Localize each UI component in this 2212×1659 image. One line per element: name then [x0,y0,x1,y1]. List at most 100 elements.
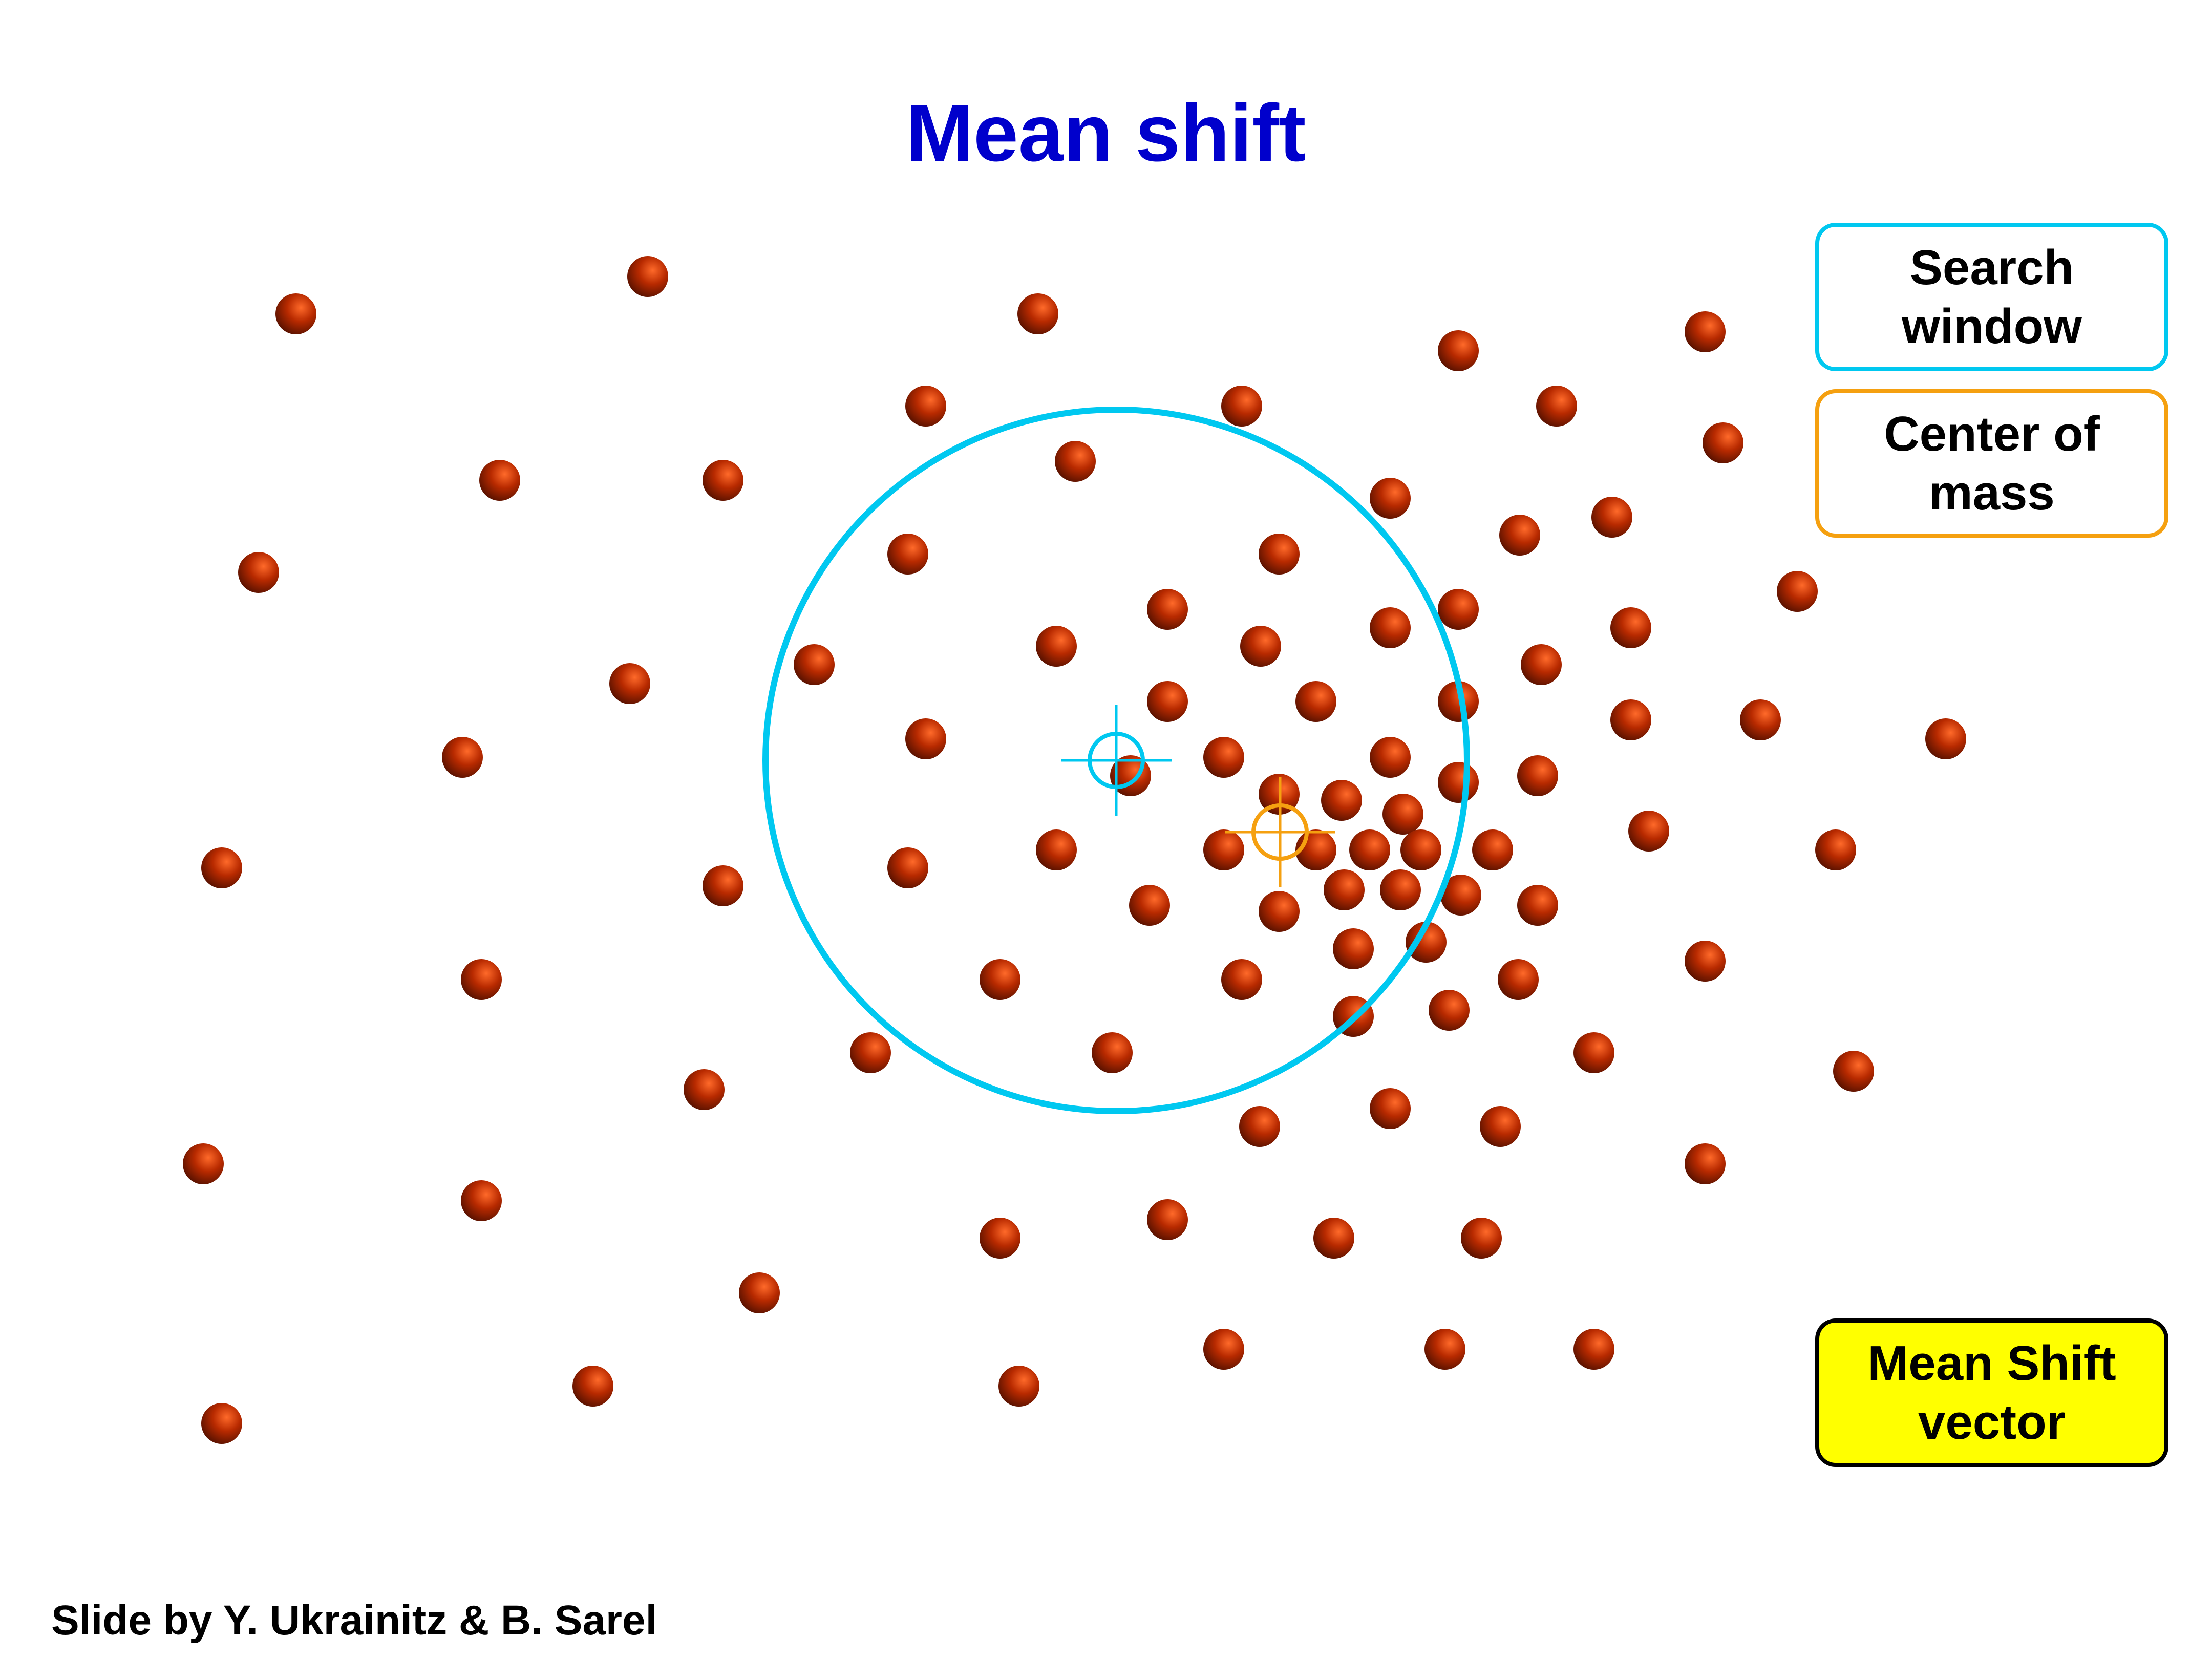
legend-search-window: Search window [1815,223,2168,371]
data-point [1349,830,1390,870]
data-point [703,865,743,906]
data-point [887,847,928,888]
data-point [794,644,835,685]
data-point [1203,1329,1244,1370]
data-point [905,718,946,759]
data-point [905,386,946,427]
data-point [1036,626,1077,667]
data-point [1440,875,1481,916]
data-point [1591,497,1632,538]
data-point [850,1032,891,1073]
data-point [461,959,502,1000]
data-point [1239,1106,1280,1147]
data-point [275,293,316,334]
data-point [1429,990,1470,1031]
data-point [1203,830,1244,870]
data-point [1147,1199,1188,1240]
data-point [1499,515,1540,556]
data-point [998,1366,1039,1407]
data-point [572,1366,613,1407]
data-point [461,1180,502,1221]
data-point [201,847,242,888]
center-of-mass-marker [1225,777,1335,887]
data-point [980,1218,1020,1259]
data-point [1438,681,1479,722]
data-point [201,1403,242,1444]
data-point [238,552,279,593]
legend-search-window-label: Search window [1902,240,2082,354]
data-point [1536,386,1577,427]
data-point [1472,830,1513,870]
data-point [1092,1032,1133,1073]
data-point [1925,718,1966,759]
slide-credit: Slide by Y. Ukrainitz & B. Sarel [51,1597,657,1644]
legend-center-of-mass-label: Center of mass [1884,407,2100,520]
data-point [1740,699,1781,740]
legend-mean-shift-vector-label: Mean Shift vector [1867,1336,2116,1450]
data-point [1313,1218,1354,1259]
data-point [609,663,650,704]
data-point [627,256,668,297]
data-point [442,737,483,778]
data-point [1380,869,1421,910]
data-point [1406,922,1447,963]
data-point [1461,1218,1502,1259]
data-point [1221,959,1262,1000]
data-point [1370,737,1411,778]
data-point [1685,941,1726,982]
data-point [1221,386,1262,427]
data-point [1498,959,1539,1000]
data-point [479,460,520,501]
legend-center-of-mass: Center of mass [1815,389,2168,538]
data-point [1573,1032,1614,1073]
data-point [1424,1329,1465,1370]
data-point [1777,571,1818,612]
data-point [1147,681,1188,722]
data-point [1833,1051,1874,1092]
data-point [887,534,928,575]
data-point [1628,811,1669,852]
data-point [1370,478,1411,519]
data-point [1521,644,1562,685]
data-point [1573,1329,1614,1370]
data-points [183,256,1966,1444]
data-point [1324,869,1365,910]
data-point [183,1143,224,1184]
legend-mean-shift-vector: Mean Shift vector [1815,1318,2168,1467]
search-window-circle [762,407,1470,1114]
data-point [1240,626,1281,667]
search-window-center-marker [1061,705,1172,816]
data-point [1517,885,1558,926]
data-point [1685,1143,1726,1184]
data-point [1055,441,1096,482]
data-point [1036,830,1077,870]
data-point [1259,891,1300,932]
data-point [1147,589,1188,630]
data-point [1295,681,1336,722]
data-point [1438,589,1479,630]
data-point [1610,699,1651,740]
data-point [980,959,1020,1000]
data-point [1203,737,1244,778]
data-point [684,1069,725,1110]
data-point [1438,330,1479,371]
data-point [1017,293,1058,334]
data-point [1685,311,1726,352]
data-point [1382,794,1423,835]
data-point [1370,607,1411,648]
data-point [1259,534,1300,575]
data-point [1370,1088,1411,1129]
data-point [703,460,743,501]
data-point [1129,885,1170,926]
data-point [739,1272,780,1313]
data-point [1610,607,1651,648]
data-point [1400,830,1441,870]
data-point [1703,422,1743,463]
data-point [1517,755,1558,796]
data-point [1333,928,1374,969]
data-point [1438,762,1479,803]
data-point [1480,1106,1521,1147]
data-point [1815,830,1856,870]
data-point [1321,780,1362,821]
